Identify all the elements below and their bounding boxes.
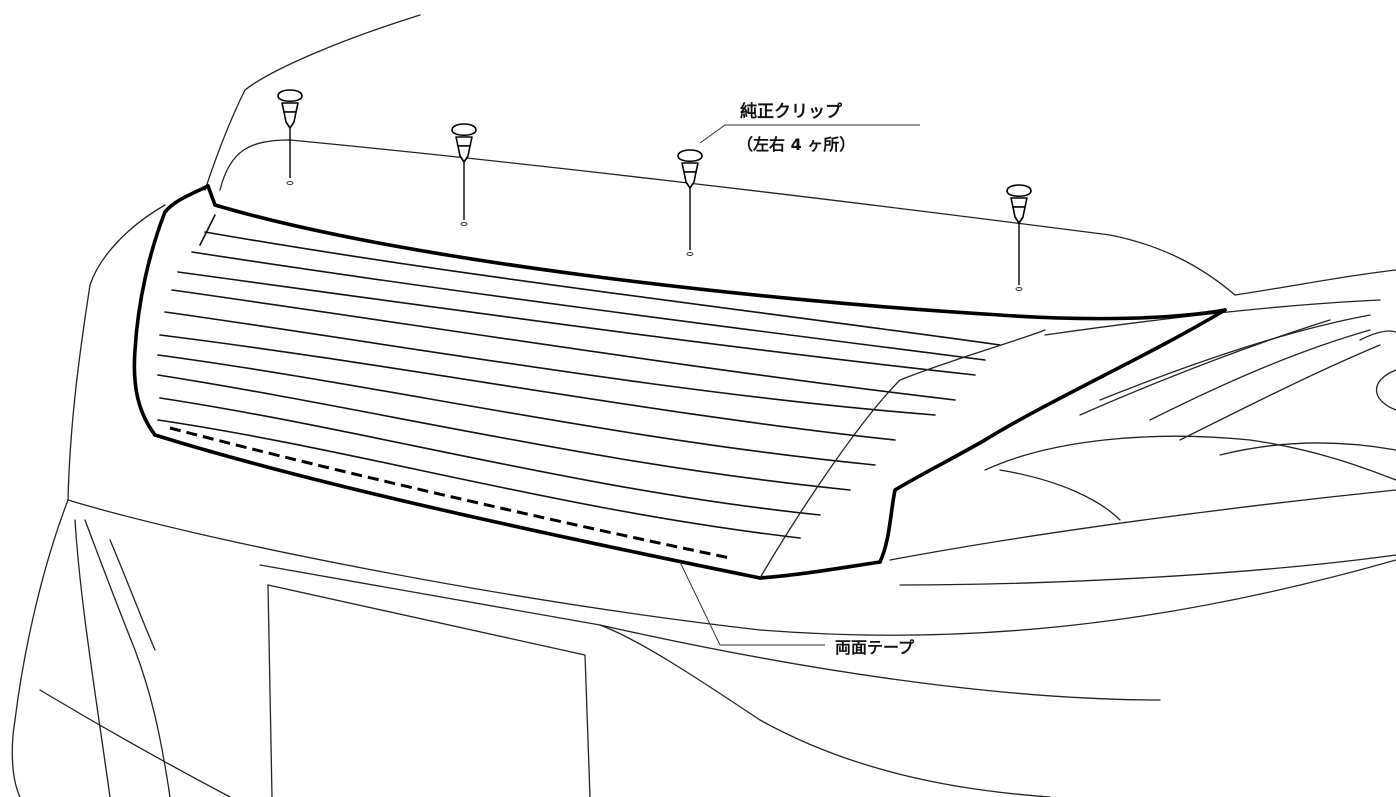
leader-lines (679, 124, 920, 646)
double-sided-tape-label: 両面テープ (835, 638, 915, 657)
oem-clip-label: 純正クリップ (740, 102, 842, 122)
clip-location-note: （左右 4 ヶ所） (737, 135, 856, 154)
grille-slats (157, 214, 1001, 539)
clip-4-icon (1006, 184, 1032, 291)
clip-leader-line (699, 124, 920, 144)
grille-outline (132, 184, 1227, 580)
clip-3-icon (677, 149, 703, 256)
tape-leader-line (679, 561, 825, 646)
double-sided-tape-line (169, 426, 731, 560)
clip-2-icon (451, 123, 477, 226)
car-body-outline (11, 14, 1396, 797)
clip-1-icon (277, 89, 303, 185)
